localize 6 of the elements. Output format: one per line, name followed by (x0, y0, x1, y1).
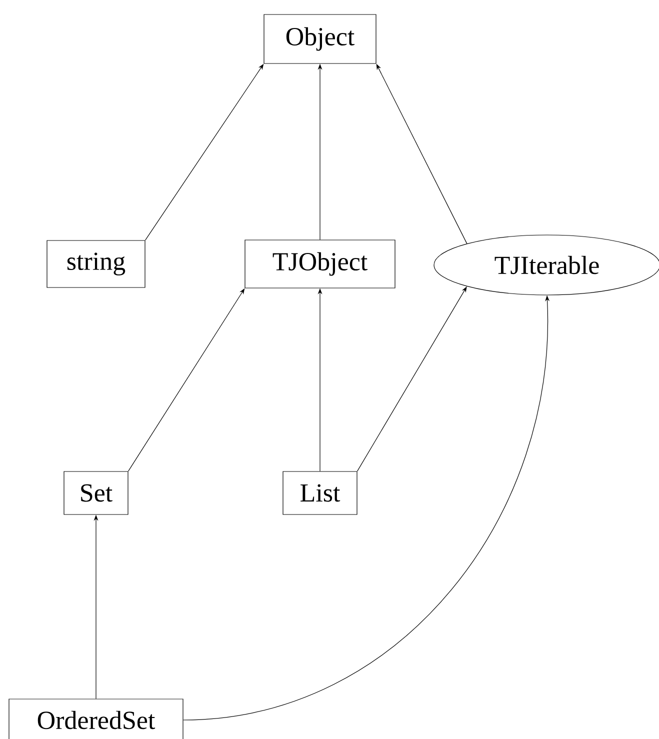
class-box: List (282, 471, 358, 515)
class-box: Object (264, 14, 376, 64)
class-box: Set (64, 471, 128, 515)
class-box: string (46, 240, 146, 288)
class-box: OrderedSet (8, 698, 184, 739)
class-box: TJObject (244, 240, 396, 288)
